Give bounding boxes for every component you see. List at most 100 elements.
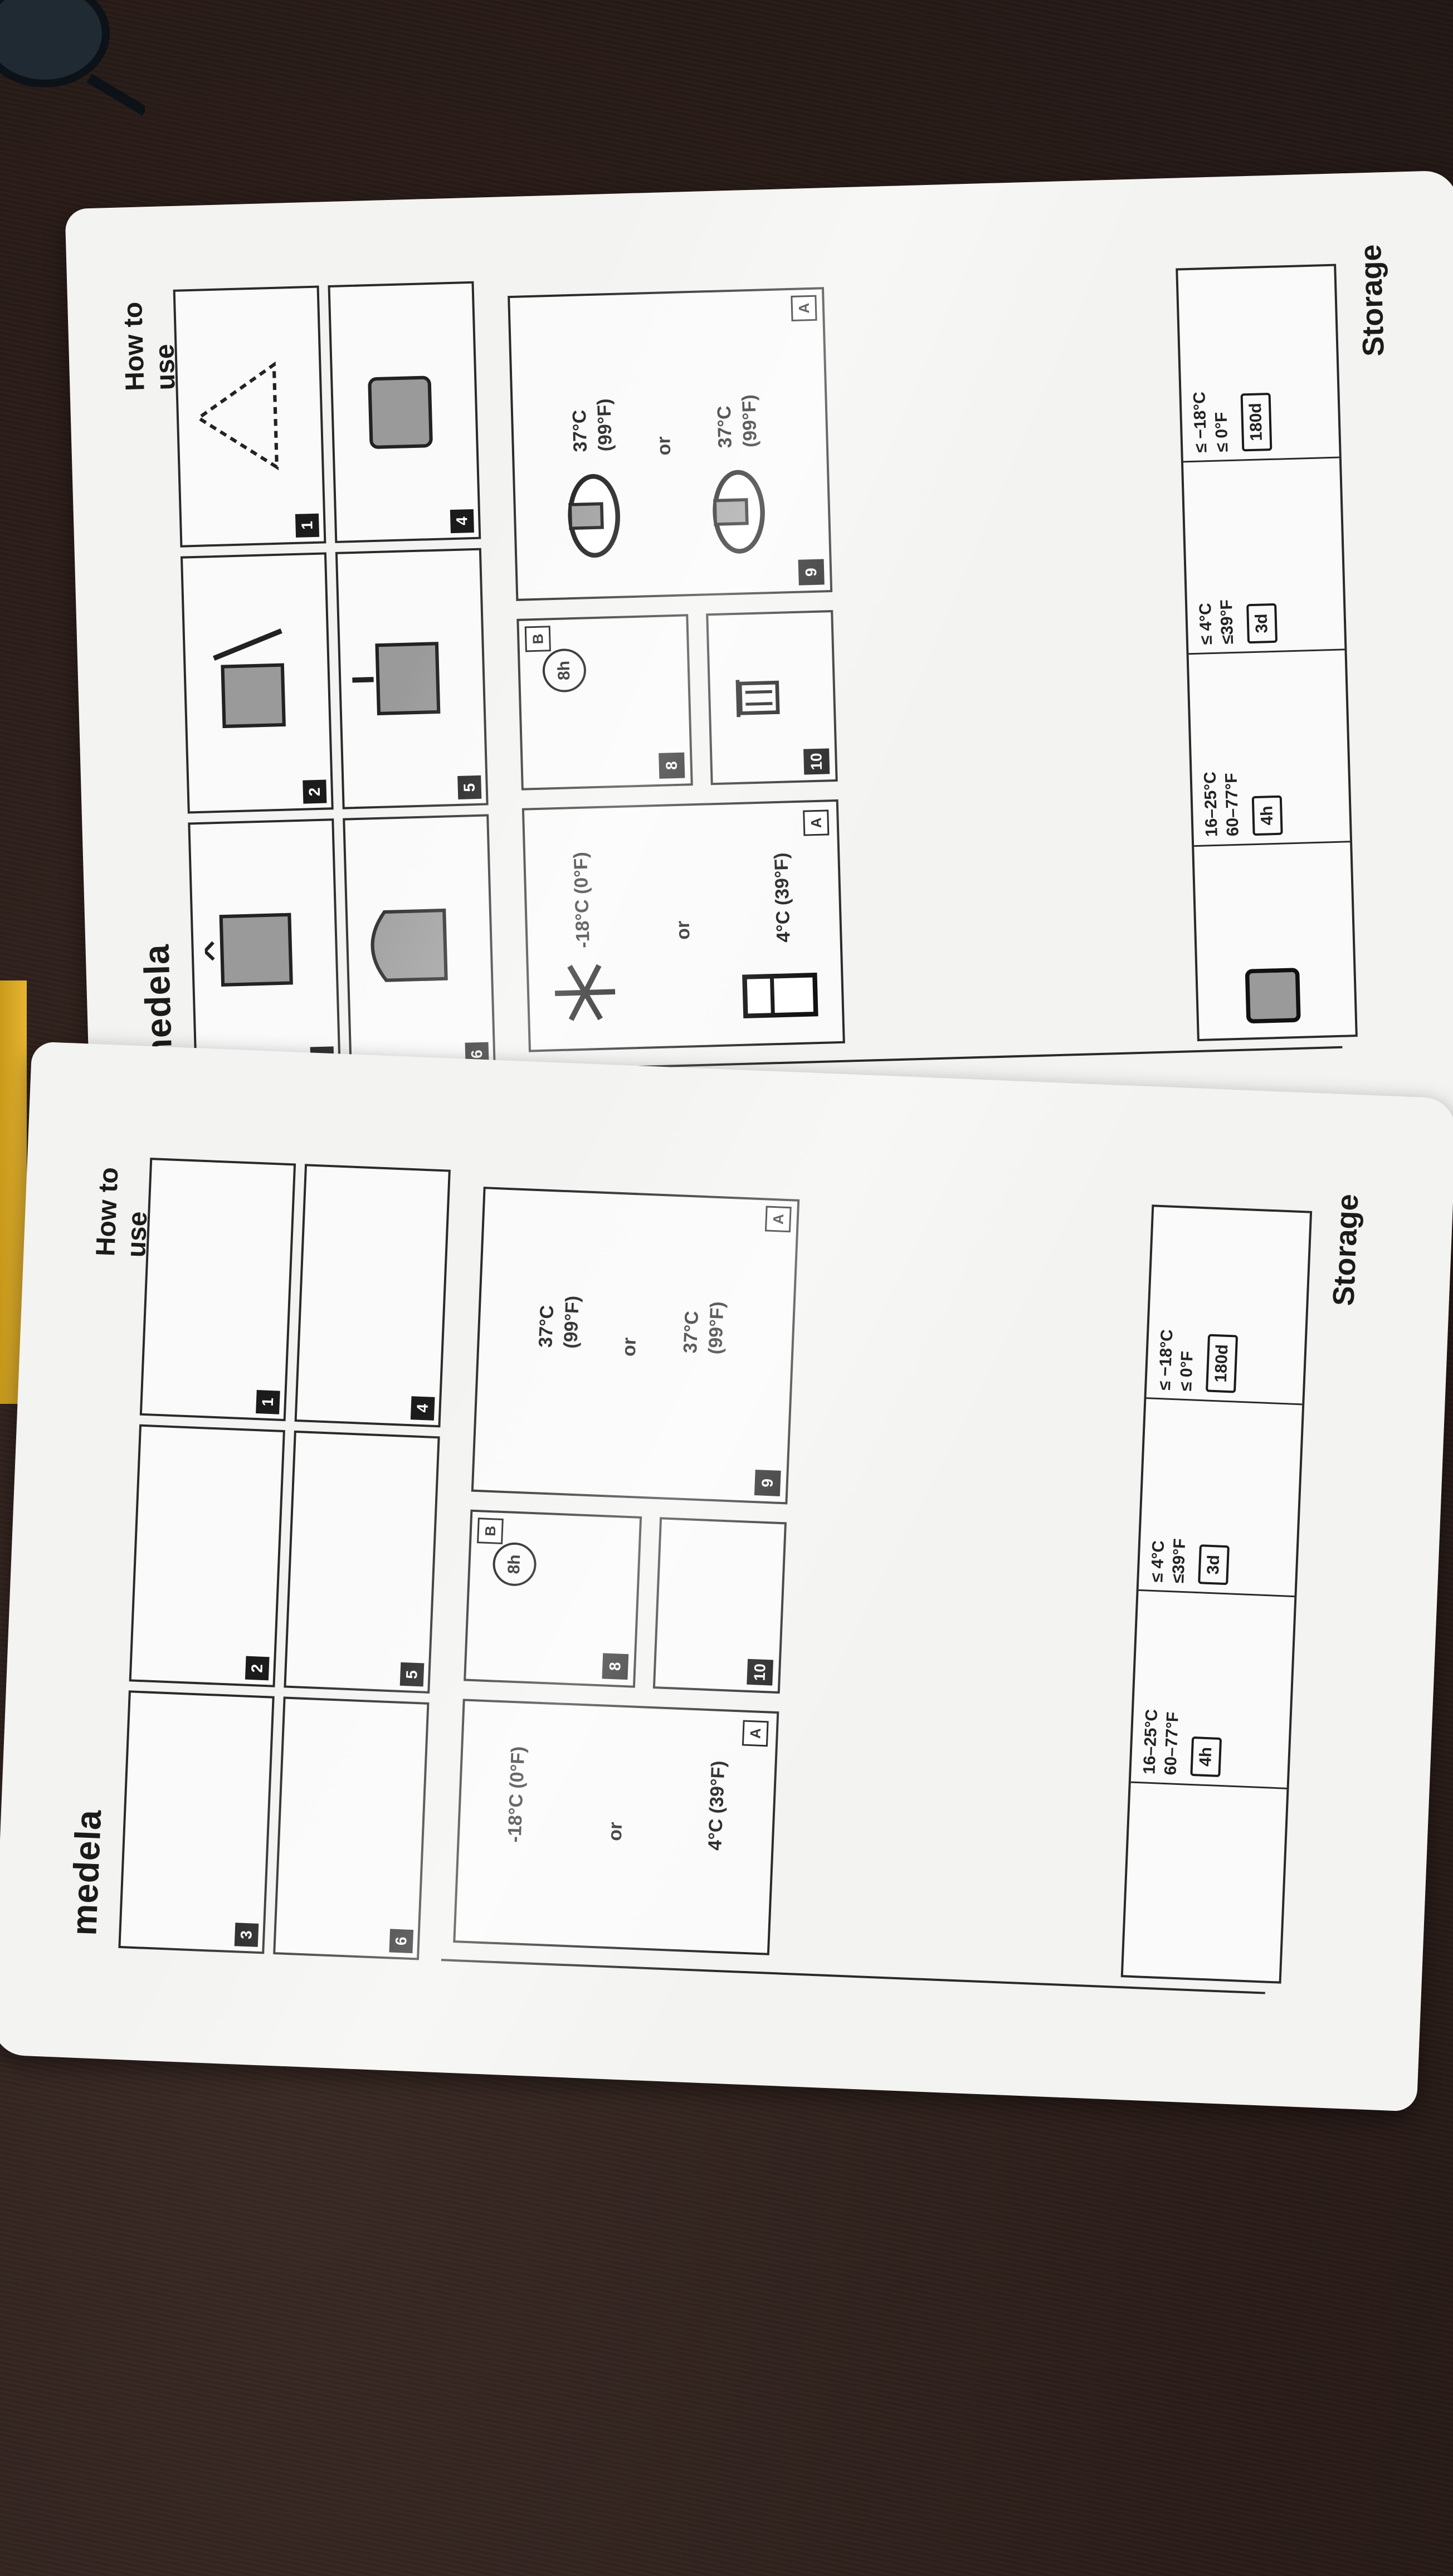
warm-temp-f: (99°F) (705, 1301, 728, 1355)
step-number: 2 (245, 1656, 270, 1681)
pot-icon (568, 474, 621, 558)
step-number: 8 (659, 752, 685, 779)
milk-storage-pouch-top: medela How to use 3 2 1 6 5 (65, 170, 1453, 1167)
step-cell: 3 (118, 1690, 275, 1954)
step-cell: 5 (335, 548, 489, 810)
step-number: 4 (410, 1396, 435, 1421)
freezer-temp: -18°C (0°F) (504, 1745, 529, 1843)
warm-temp-f: (99°F) (560, 1295, 583, 1349)
storage-table: 16–25°C 60–77°F 4h ≤ 4°C ≤39°F 3d ≤ −18°… (1120, 1204, 1313, 1984)
warming-box: 37°C (99°F) or 37°C (99°F) 9 A (508, 287, 833, 601)
or-label: or (618, 1337, 641, 1357)
discard-box: 10 (652, 1517, 787, 1694)
step-cell: 2 (129, 1424, 285, 1688)
bag-icon (213, 628, 286, 729)
printed-instructions: medela How to use 3 2 1 6 5 (95, 232, 1453, 1105)
thaw-time-badge: 8h (542, 648, 587, 693)
calendar-icon: 3d (1198, 1544, 1230, 1585)
step-number: 9 (798, 559, 825, 586)
warming-box: 37°C (99°F) or 37°C (99°F) 9 A (471, 1187, 800, 1505)
bag-icon (195, 361, 279, 470)
bag-icon (370, 908, 448, 982)
thaw-box: 8 8h B (516, 614, 693, 791)
snowflake-icon (554, 964, 616, 1021)
tag-b: B (524, 626, 551, 652)
step-number: 6 (389, 1929, 414, 1954)
step-number: 3 (234, 1923, 259, 1947)
or-label: or (604, 1821, 627, 1842)
storage-col-bag (1123, 1783, 1287, 1982)
warm-temp-f: (99°F) (738, 394, 761, 448)
tag-b: B (477, 1518, 504, 1544)
calendar-icon: 180d (1240, 392, 1272, 452)
step-number: 5 (399, 1662, 425, 1687)
how-to-use-heading: How to use (118, 301, 181, 392)
fridge-freezer-box: -18°C (0°F) or 4°C (39°F) A (521, 799, 845, 1052)
tag-a: A (791, 295, 817, 321)
storage-table: 16–25°C 60–77°F 4h ≤ 4°C ≤39°F 3d ≤ −18°… (1176, 264, 1358, 1042)
pot-icon (713, 470, 765, 554)
thaw-time-badge: 8h (492, 1541, 538, 1587)
step-number: 1 (295, 513, 320, 538)
warm-temp-c: 37°C (680, 1310, 703, 1354)
brand-logo: medela (64, 1808, 109, 1936)
bag-icon (368, 375, 433, 449)
steps-grid: 3 2 1 6 5 4 (118, 1158, 451, 1960)
discard-box: 10 (706, 610, 838, 786)
storage-col-room: 16–25°C 60–77°F 4h (1130, 1591, 1295, 1789)
tag-a: A (803, 809, 830, 836)
clock-icon: 4h (1190, 1736, 1222, 1778)
step-cell: 5 (284, 1430, 440, 1694)
step-cell: 4 (294, 1164, 451, 1428)
bag-icon (1245, 968, 1301, 1023)
milk-storage-pouch-bottom: medela How to use 3 2 1 6 5 4 -18°C (0°F… (0, 1041, 1453, 2112)
calendar-icon: 180d (1206, 1334, 1239, 1393)
step-cell: 6 (273, 1696, 430, 1960)
step-number: 4 (450, 509, 474, 533)
fridge-temp: 4°C (39°F) (704, 1760, 729, 1851)
bag-icon (352, 642, 441, 716)
storage-col-fridge: ≤ 4°C ≤39°F 3d (1138, 1399, 1303, 1598)
warm-temp-c: 37°C (568, 409, 592, 453)
fridge-temp: 4°C (39°F) (771, 852, 794, 943)
storage-heading: Storage (1327, 1193, 1365, 1307)
step-number: 5 (457, 775, 482, 800)
bag-icon (202, 913, 293, 987)
clock-icon: 4h (1251, 795, 1283, 836)
step-cell: 2 (180, 552, 334, 814)
warm-temp-f: (99°F) (593, 398, 616, 452)
step-cell: 3 (188, 818, 342, 1081)
step-cell: 4 (328, 281, 481, 543)
step-number: 9 (754, 1470, 781, 1496)
storage-col-fridge: ≤ 4°C ≤39°F 3d (1183, 458, 1345, 655)
tag-a: A (742, 1720, 769, 1747)
glasses-icon (0, 0, 145, 116)
fridge-icon (742, 972, 818, 1018)
step-number: 10 (803, 748, 830, 775)
tag-a: A (764, 1206, 792, 1233)
freezer-fahrenheit: ≤ 0°F (1212, 412, 1232, 452)
storage-col-freezer: ≤ −18°C ≤ 0°F 180d (1178, 266, 1339, 463)
calendar-icon: 3d (1246, 603, 1278, 644)
printed-instructions: medela How to use 3 2 1 6 5 4 -18°C (0°F… (40, 1132, 1409, 2021)
steps-grid: 3 2 1 6 5 4 (173, 281, 496, 1081)
fridge-fahrenheit: ≤39°F (1217, 599, 1237, 645)
or-label: or (653, 436, 675, 456)
warm-temp-c: 37°C (713, 405, 736, 448)
freezer-temp: -18°C (0°F) (570, 851, 594, 949)
step-number: 1 (256, 1389, 280, 1414)
step-cell: 6 (343, 814, 496, 1076)
storage-col-room: 16–25°C 60–77°F 4h (1188, 650, 1350, 847)
fridge-freezer-box: -18°C (0°F) or 4°C (39°F) A (453, 1699, 779, 1955)
step-cell: 1 (173, 285, 326, 548)
step-cell: 1 (139, 1158, 296, 1421)
storage-heading: Storage (1354, 243, 1391, 357)
step-number: 2 (303, 779, 327, 804)
warm-temp-c: 37°C (535, 1305, 558, 1348)
step-number: 10 (747, 1658, 774, 1686)
thaw-box: 8 8h B (464, 1509, 642, 1688)
flow-diagram: -18°C (0°F) or 4°C (39°F) A 8 8h B 37°C … (496, 255, 1343, 1072)
or-label: or (672, 920, 694, 940)
room-fahrenheit: 60–77°F (1222, 772, 1242, 837)
trash-icon (735, 680, 780, 718)
